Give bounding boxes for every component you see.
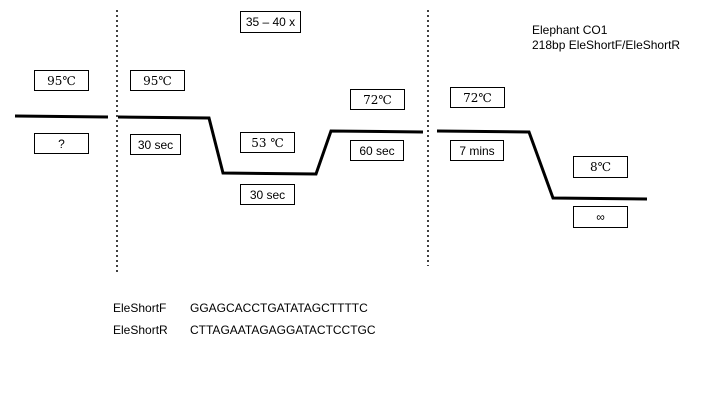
primer-row-forward: EleShortF GGAGCACCTGATATAGCTTTTC — [113, 297, 376, 319]
initial-denaturation-temp: 95℃ — [34, 70, 89, 91]
final-profile-line — [436, 129, 648, 201]
primer-name: EleShortR — [113, 323, 168, 337]
title-line-2: 218bp EleShortF/EleShortR — [532, 38, 681, 52]
cycle-profile-line — [117, 115, 424, 176]
final-extension-temp: 72℃ — [450, 87, 505, 108]
extension-temp: 72℃ — [350, 89, 405, 110]
hold-temp: 8℃ — [573, 156, 628, 178]
primer-table: EleShortF GGAGCACCTGATATAGCTTTTC EleShor… — [113, 297, 376, 341]
initial-denaturation-line — [14, 114, 109, 119]
cycles-label: 35 – 40 x — [240, 11, 301, 33]
denaturation-time: 30 sec — [130, 134, 181, 155]
primer-name: EleShortF — [113, 301, 167, 315]
denaturation-temp: 95℃ — [130, 70, 185, 91]
final-extension-time: 7 mins — [450, 140, 504, 161]
primer-sequence: CTTAGAATAGAGGATACTCCTGC — [190, 323, 376, 337]
title-line-1: Elephant CO1 — [532, 23, 608, 37]
annealing-temp: 53 ℃ — [240, 132, 295, 153]
primer-row-reverse: EleShortR CTTAGAATAGAGGATACTCCTGC — [113, 319, 376, 341]
annealing-time: 30 sec — [240, 184, 295, 205]
hold-time-infinity: ∞ — [573, 206, 628, 228]
initial-denaturation-time: ? — [34, 133, 89, 154]
extension-time: 60 sec — [350, 140, 404, 161]
primer-sequence: GGAGCACCTGATATAGCTTTTC — [190, 301, 368, 315]
